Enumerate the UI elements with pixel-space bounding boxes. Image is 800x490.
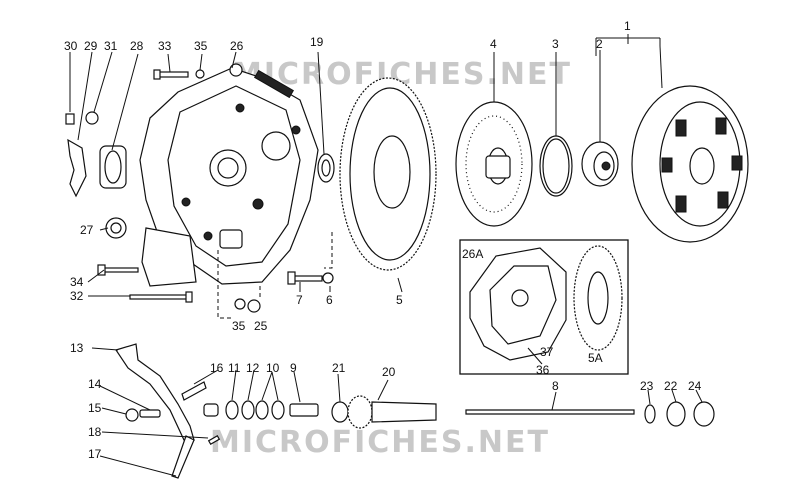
watermark-bottom: MICROFICHES.NET [210, 425, 550, 460]
label-28: 28 [130, 39, 144, 53]
pushrod-parts [203, 400, 349, 423]
label-19: 19 [310, 35, 324, 49]
label-34: 34 [70, 275, 84, 289]
label-4: 4 [490, 37, 497, 51]
label-21: 21 [332, 361, 346, 375]
left-small-parts [65, 111, 127, 239]
flywheel [287, 77, 437, 285]
long-rod [465, 409, 635, 415]
label-26A: 26A [462, 247, 483, 261]
label-2: 2 [596, 37, 603, 51]
label-27: 27 [80, 223, 94, 237]
label-14: 14 [88, 377, 102, 391]
release-lever-assembly [115, 343, 221, 479]
label-11: 11 [228, 361, 241, 375]
label-5A: 5A [588, 351, 603, 365]
label-18: 18 [88, 425, 102, 439]
leader-lines [69, 34, 703, 477]
label-26: 26 [230, 39, 244, 53]
label-12: 12 [246, 361, 260, 375]
label-35-top: 35 [194, 39, 208, 53]
clutch-housing [139, 63, 319, 287]
end-fasteners [644, 401, 715, 427]
label-33: 33 [158, 39, 172, 53]
pressure-plate [631, 85, 749, 243]
label-7: 7 [296, 293, 303, 307]
label-15: 15 [88, 401, 102, 415]
label-6: 6 [326, 293, 333, 307]
oil-seal [317, 153, 335, 183]
release-bearing [581, 141, 619, 187]
label-31: 31 [104, 39, 118, 53]
label-30: 30 [64, 39, 78, 53]
label-29: 29 [84, 39, 98, 53]
gear-shaft [347, 395, 437, 429]
label-22: 22 [664, 379, 678, 393]
label-36: 36 [536, 363, 550, 377]
label-25-bottom: 25 [254, 319, 268, 333]
label-37: 37 [540, 345, 554, 359]
label-23: 23 [640, 379, 654, 393]
label-3: 3 [552, 37, 559, 51]
label-5: 5 [396, 293, 403, 307]
label-32: 32 [70, 289, 84, 303]
label-10: 10 [266, 361, 280, 375]
washer-nut-pair [217, 250, 261, 319]
label-13: 13 [70, 341, 84, 355]
label-8: 8 [552, 379, 559, 393]
inset-box [459, 239, 629, 375]
label-17: 17 [88, 447, 102, 461]
label-1: 1 [624, 19, 631, 33]
label-24: 24 [688, 379, 702, 393]
housing-bolts [97, 69, 205, 303]
friction-disc [455, 101, 533, 227]
reference-labels: 1 2 3 4 5 5A 6 7 8 9 10 11 12 13 14 15 1… [64, 19, 702, 461]
label-9: 9 [290, 361, 297, 375]
label-16: 16 [210, 361, 224, 375]
label-35-bottom: 35 [232, 319, 246, 333]
label-20: 20 [382, 365, 396, 379]
snap-ring [539, 135, 573, 197]
